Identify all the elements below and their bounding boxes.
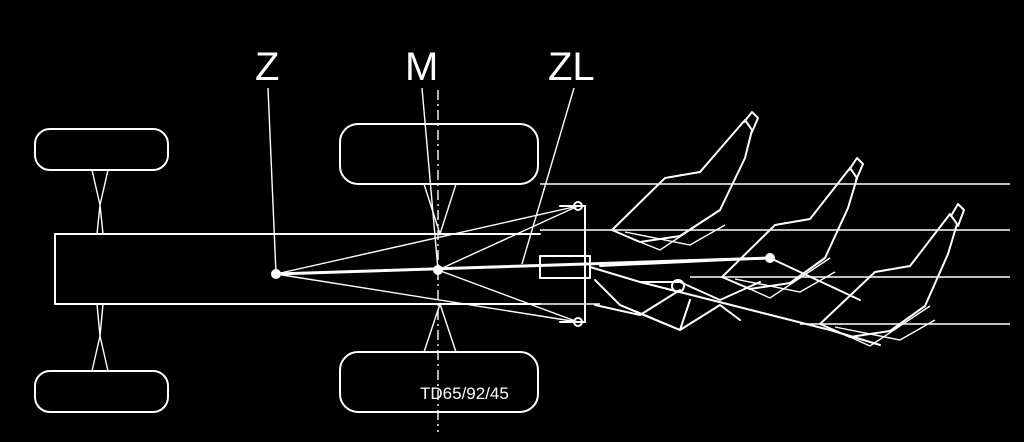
plough-body-1 xyxy=(611,111,759,251)
drawing-number: TD65/92/45 xyxy=(420,384,509,403)
plough-frame xyxy=(599,257,881,346)
plough-body-2 xyxy=(721,157,864,299)
label-zl: ZL xyxy=(548,45,595,89)
label-z: Z xyxy=(255,45,279,89)
rear-wheel-top xyxy=(339,123,539,185)
label-m: M xyxy=(405,45,438,89)
plough-body-3 xyxy=(819,203,965,347)
rear-axle xyxy=(423,183,457,353)
leader-lines xyxy=(267,87,575,275)
linkage-geometry xyxy=(274,205,772,323)
row-lines xyxy=(540,183,1010,325)
rear-wheel-bottom xyxy=(339,351,539,413)
line-of-pull xyxy=(274,256,772,276)
front-wheel-top xyxy=(34,128,169,171)
front-axle xyxy=(91,169,109,372)
tractor xyxy=(34,123,541,413)
point-z xyxy=(271,269,281,279)
point-m xyxy=(433,265,443,275)
tractor-body xyxy=(54,233,541,305)
front-wheel-bottom xyxy=(34,370,169,413)
hitch xyxy=(539,201,761,331)
